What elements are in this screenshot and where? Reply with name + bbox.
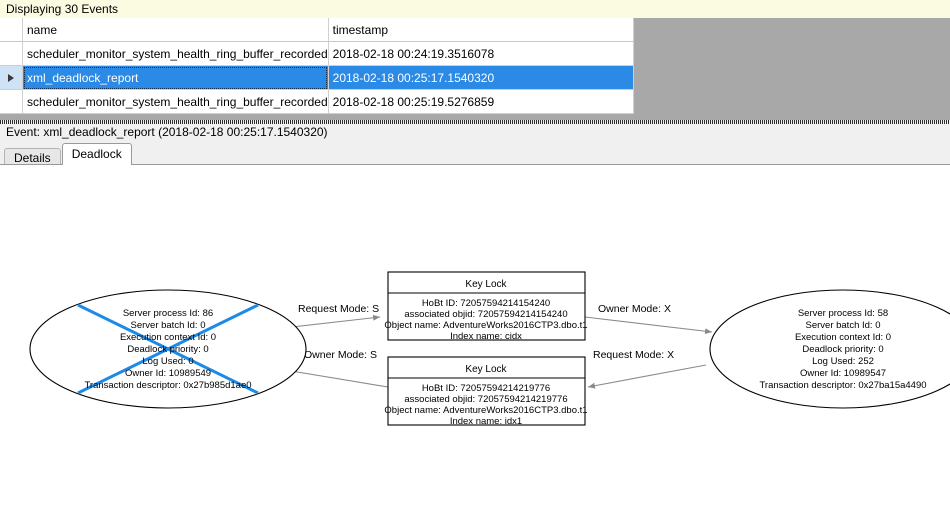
tab-deadlock[interactable]: Deadlock xyxy=(61,143,132,165)
process-left-line-5: Log Used: 0 xyxy=(142,356,193,367)
column-header-name[interactable]: name xyxy=(22,18,329,42)
cell-timestamp[interactable]: 2018-02-18 00:25:17.1540320 xyxy=(328,65,634,90)
cell-name[interactable]: scheduler_monitor_system_health_ring_buf… xyxy=(22,41,329,66)
process-left-line-7: Transaction descriptor: 0x27b985d1ae0 xyxy=(84,380,251,391)
process-left-line-1: Server process Id: 86 xyxy=(123,308,213,319)
process-node-left[interactable]: Server process Id: 86 Server batch Id: 0… xyxy=(29,289,307,409)
row-selector-cell[interactable] xyxy=(0,89,23,114)
events-grid[interactable]: name timestamp scheduler_monitor_system_… xyxy=(0,18,950,120)
table-row[interactable]: scheduler_monitor_system_health_ring_buf… xyxy=(0,89,634,114)
detail-tabstrip: Details Deadlock xyxy=(4,143,133,167)
keylock-top-title: Key Lock xyxy=(465,279,507,290)
cell-timestamp[interactable]: 2018-02-18 00:24:19.3516078 xyxy=(328,41,634,66)
events-status-bar: Displaying 30 Events xyxy=(0,0,950,19)
victim-x-line-2 xyxy=(77,303,259,395)
row-selector-cell[interactable] xyxy=(0,65,23,90)
cell-timestamp[interactable]: 2018-02-18 00:25:19.5276859 xyxy=(328,89,634,114)
event-detail-pane: Event: xml_deadlock_report (2018-02-18 0… xyxy=(0,124,950,525)
events-count-label: Displaying 30 Events xyxy=(6,2,119,16)
process-right-line-1: Server process Id: 58 xyxy=(798,308,888,319)
keylock-top-line-3: Object name: AdventureWorks2016CTP3.dbo.… xyxy=(384,320,587,331)
keylock-bottom-line-3: Object name: AdventureWorks2016CTP3.dbo.… xyxy=(384,405,587,416)
edge-right-request: Request Mode: X xyxy=(587,349,707,389)
edge-label-left-request: Request Mode: S xyxy=(298,303,379,315)
process-right-line-6: Owner Id: 10989547 xyxy=(800,368,886,379)
process-left-line-4: Deadlock priority: 0 xyxy=(127,344,208,355)
resource-node-keylock-top[interactable]: Key Lock HoBt ID: 72057594214154240 asso… xyxy=(384,271,588,342)
column-header-selector xyxy=(0,18,23,42)
process-right-line-4: Deadlock priority: 0 xyxy=(802,344,883,355)
edge-right-owner: Owner Mode: X xyxy=(584,303,713,335)
deadlock-graph-canvas[interactable]: Request Mode: S Owner Mode: X Owner Mode… xyxy=(0,164,950,525)
keylock-bottom-title: Key Lock xyxy=(465,364,507,375)
tab-details[interactable]: Details xyxy=(4,148,61,167)
process-right-line-5: Log Used: 252 xyxy=(812,356,874,367)
row-selector-arrow-icon xyxy=(8,74,14,83)
keylock-bottom-line-4: Index name: idx1 xyxy=(450,416,522,427)
keylock-top-line-1: HoBt ID: 72057594214154240 xyxy=(422,298,550,309)
edge-label-right-request: Request Mode: X xyxy=(593,349,674,361)
process-left-line-2: Server batch Id: 0 xyxy=(131,320,206,331)
events-table: name timestamp scheduler_monitor_system_… xyxy=(0,18,634,114)
process-left-line-3: Execution context Id: 0 xyxy=(120,332,216,343)
event-caption-label: Event: xml_deadlock_report (2018-02-18 0… xyxy=(6,125,328,139)
column-header-timestamp[interactable]: timestamp xyxy=(328,18,634,42)
edge-label-left-owner: Owner Mode: S xyxy=(304,349,377,361)
table-header-row: name timestamp xyxy=(0,18,634,42)
edge-label-right-owner: Owner Mode: X xyxy=(598,303,671,315)
keylock-top-line-4: Index name: cidx xyxy=(450,331,522,342)
process-right-line-2: Server batch Id: 0 xyxy=(806,320,881,331)
process-right-line-3: Execution context Id: 0 xyxy=(795,332,891,343)
cell-name[interactable]: xml_deadlock_report xyxy=(22,65,329,90)
table-row[interactable]: scheduler_monitor_system_health_ring_buf… xyxy=(0,41,634,66)
table-row-selected[interactable]: xml_deadlock_report 2018-02-18 00:25:17.… xyxy=(0,65,634,90)
resource-node-keylock-bottom[interactable]: Key Lock HoBt ID: 72057594214219776 asso… xyxy=(384,356,588,427)
cell-name[interactable]: scheduler_monitor_system_health_ring_buf… xyxy=(22,89,329,114)
process-node-right[interactable]: Server process Id: 58 Server batch Id: 0… xyxy=(709,289,950,409)
keylock-top-box[interactable] xyxy=(387,271,586,341)
keylock-bottom-line-1: HoBt ID: 72057594214219776 xyxy=(422,383,550,394)
process-right-line-7: Transaction descriptor: 0x27ba15a4490 xyxy=(759,380,926,391)
keylock-top-line-2: associated objid: 72057594214154240 xyxy=(404,309,567,320)
process-left-line-6: Owner Id: 10989549 xyxy=(125,368,211,379)
row-selector-cell[interactable] xyxy=(0,41,23,66)
